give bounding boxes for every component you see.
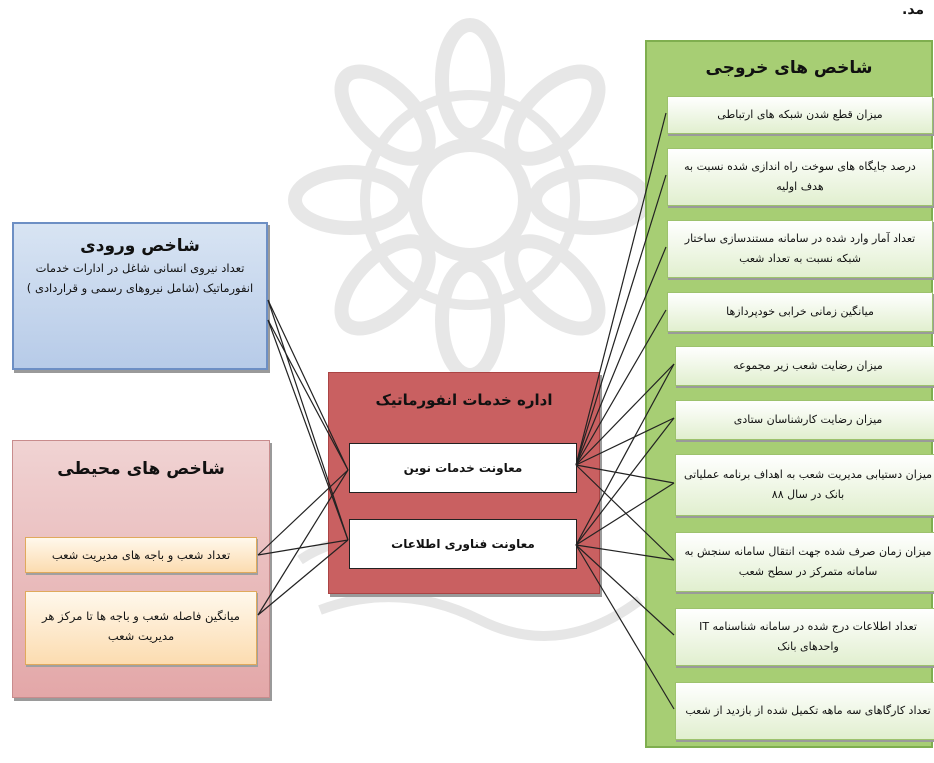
environmental-indicators-box: شاخص های محیطی تعداد شعب و باجه های مدیر… <box>12 440 270 698</box>
top-text-fragment: مد. <box>902 2 925 18</box>
department-information-technology: معاونت فناوری اطلاعات <box>349 519 577 569</box>
informatics-services-office-box: اداره خدمات انفورماتیک معاونت خدمات نوین… <box>328 372 600 594</box>
output-indicators-title: شاخص های خروجی <box>705 58 873 78</box>
output-item: تعداد آمار وارد شده در سامانه مستندسازی … <box>667 220 933 278</box>
output-item: میزان رضایت شعب زیر مجموعه <box>675 346 934 386</box>
output-indicators-panel: شاخص های خروجی میزان قطع شدن شبکه های ار… <box>645 40 934 748</box>
output-item: میزان دستیابی مدیریت شعب به اهداف برنامه… <box>675 454 934 516</box>
output-item: میزان زمان صرف شده جهت انتقال سامانه سنج… <box>675 532 934 592</box>
output-item: میانگین زمانی خرابی خودپردازها <box>667 292 933 332</box>
environmental-item: تعداد شعب و باجه های مدیریت شعب <box>25 537 257 573</box>
output-item: میزان رضایت کارشناسان ستادی <box>675 400 934 440</box>
input-indicator-title: شاخص ورودی <box>80 236 200 256</box>
output-item: تعداد اطلاعات درج شده در سامانه شناسنامه… <box>675 608 934 666</box>
input-indicator-box: شاخص ورودی تعداد نیروی انسانی شاغل در اد… <box>12 222 268 370</box>
output-item: تعداد کارگاهای سه ماهه تکمیل شده از بازد… <box>675 682 934 740</box>
office-title: اداره خدمات انفورماتیک <box>375 391 553 409</box>
output-item: درصد جایگاه های سوخت راه اندازی شده نسبت… <box>667 148 933 206</box>
output-item: میزان قطع شدن شبکه های ارتباطی <box>667 96 933 134</box>
environmental-item: میانگین فاصله شعب و باجه ها تا مرکز هر م… <box>25 591 257 665</box>
environmental-indicators-title: شاخص های محیطی <box>57 459 225 479</box>
input-indicator-text: تعداد نیروی انسانی شاغل در ادارات خدمات … <box>26 261 254 295</box>
department-new-services: معاونت خدمات نوین <box>349 443 577 493</box>
